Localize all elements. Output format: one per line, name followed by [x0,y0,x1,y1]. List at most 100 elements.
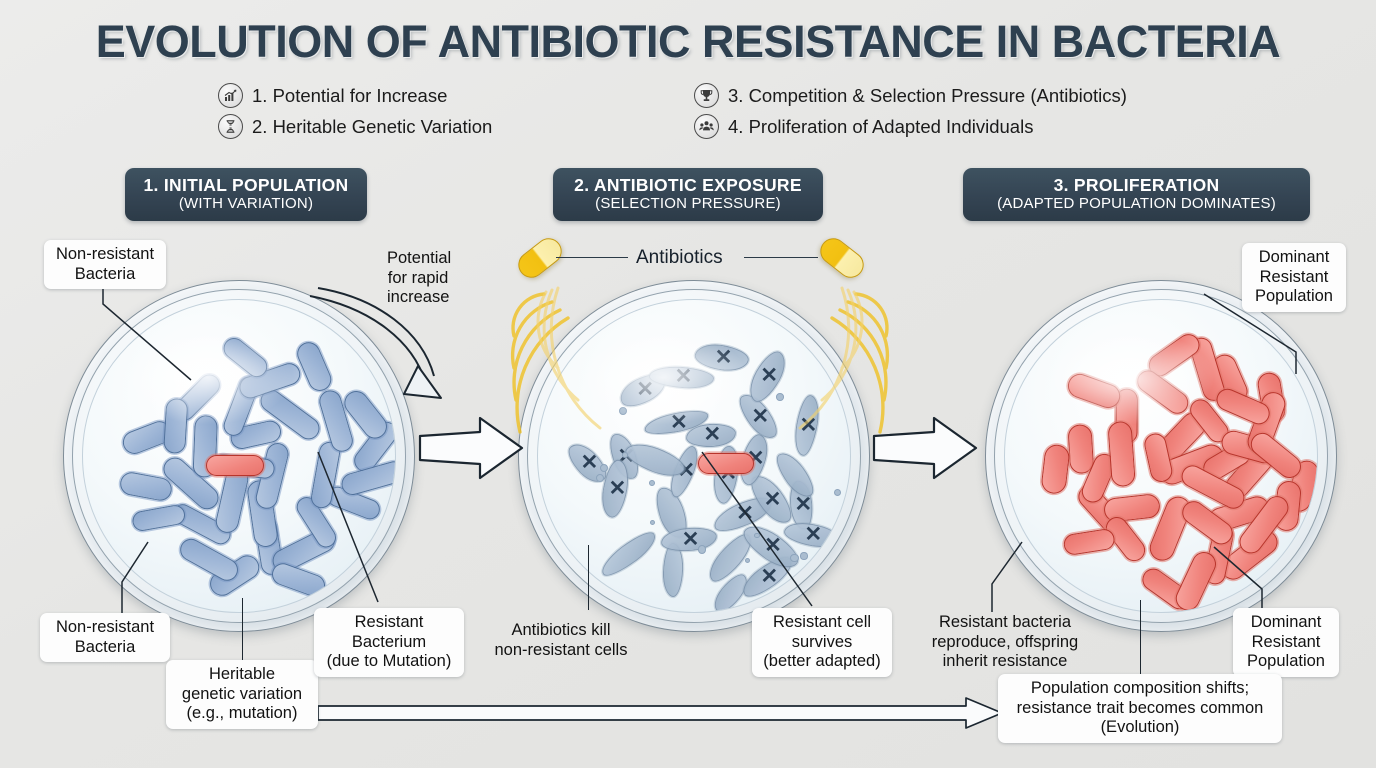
dead-cell-x-icon: ✕ [760,564,779,588]
legend-item-2: 2. Heritable Genetic Variation [218,111,688,142]
callout-line: Bacteria [74,264,136,283]
cell-debris [619,407,628,415]
legend-item-3: 3. Competition & Selection Pressure (Ant… [694,80,1194,111]
cell-debris [800,552,808,560]
antibiotics-label: Antibiotics [636,247,723,268]
callout-potential-rapid-increase: Potential for rapid increase [378,244,458,313]
callout-line: (e.g., mutation) [186,704,298,722]
stage-2-header: 2. ANTIBIOTIC EXPOSURE (SELECTION PRESSU… [553,168,823,221]
stage-1-header: 1. INITIAL POPULATION (WITH VARIATION) [125,168,367,221]
callout-resistant-bacterium: Resistant Bacterium (due to Mutation) [314,608,464,677]
callout-line: Resistant bacteria [938,613,1072,631]
non-resistant-bacterium [162,397,189,455]
callout-line: inherit resistance [942,652,1068,670]
callout-nonresistant-top: Non-resistant Bacteria [44,240,166,289]
petri-dish-stage-3 [985,280,1337,632]
dead-cell-x-icon: ✕ [804,522,823,546]
leader-line-reproduce [991,541,1023,612]
callout-line: Bacteria [74,637,136,656]
leader-line-evolution [1140,600,1141,674]
dead-cell-x-icon: ✕ [714,345,733,369]
callout-antibiotics-kill: Antibiotics kill non-resistant cells [478,616,644,665]
non-resistant-bacterium [218,333,272,382]
cell-debris [622,452,628,458]
legend-item-4-label: 4. Proliferation of Adapted Individuals [728,115,1034,137]
callout-nonresistant-bottom: Non-resistant Bacteria [40,613,170,662]
antibiotic-capsule-left [513,232,567,284]
callout-line: increase [387,288,450,306]
callout-resistant-survives: Resistant cell survives (better adapted) [752,608,892,677]
dead-cell-x-icon: ✕ [636,378,654,402]
dying-bacterium [596,526,661,582]
callout-line: (due to Mutation) [326,652,452,670]
cell-debris [648,480,655,486]
resistant-bacterium [1040,444,1071,496]
stage-1-header-line1: 1. INITIAL POPULATION [143,175,349,195]
stage-3-header-line2: (ADAPTED POPULATION DOMINATES) [997,195,1276,212]
leader-line-dominant-top [1203,293,1297,374]
callout-line: Dominant [1250,613,1322,631]
dead-cell-x-icon: ✕ [764,534,782,558]
legend-item-1: 1. Potential for Increase [218,80,688,111]
callout-heritable-variation: Heritable genetic variation (e.g., mutat… [166,660,318,729]
leader-line-dominant-bottom [1213,546,1263,617]
dead-cell-x-icon: ✕ [763,487,782,511]
cell-debris [744,557,751,563]
legend: 1. Potential for Increase 3. Competition… [218,80,1198,142]
stage-3-header: 3. PROLIFERATION (ADAPTED POPULATION DOM… [963,168,1310,221]
legend-item-4: 4. Proliferation of Adapted Individuals [694,111,1194,142]
chart-increase-icon [218,83,243,108]
callout-line: reproduce, offspring [931,632,1079,651]
callout-line: Resistant [1259,267,1329,286]
callout-line: Non-resistant [55,618,155,636]
callout-line: Population composition shifts; [1030,679,1250,697]
callout-line: Population [1255,287,1333,305]
cell-debris [649,519,656,525]
hourglass-dna-icon [218,114,243,139]
resistant-bacterium [1062,527,1117,556]
cell-debris [754,532,760,539]
antibiotic-capsule-right [815,232,869,284]
callout-line: Bacterium [351,632,427,651]
callout-line: resistance trait becomes common [1016,698,1264,717]
leader-line-heritable [242,598,243,660]
callout-line: Non-resistant [55,245,155,263]
callout-dominant-bottom: Dominant Resistant Population [1233,608,1339,677]
dead-cell-x-icon: ✕ [760,364,778,388]
callout-line: survives [791,632,853,651]
dead-cell-x-icon: ✕ [580,450,599,474]
cell-debris [776,393,784,401]
callout-line: Population [1247,652,1325,670]
rapid-increase-curved-arrow [309,287,442,399]
callout-reproduce-inherit: Resistant bacteria reproduce, offspring … [915,608,1095,677]
leader-line-nonresistant-top [102,282,192,381]
dead-cell-x-icon: ✕ [799,413,818,437]
dead-cell-x-icon: ✕ [681,527,700,551]
leader-line-survives [701,451,813,607]
resistant-bacterium [1067,423,1094,475]
resistant-bacterium [1106,420,1136,488]
callout-line: non-resistant cells [494,640,628,659]
evolution-timeline-arrow [317,697,1003,729]
dead-cell-x-icon: ✕ [674,365,693,389]
resistant-bacterium [1064,370,1124,412]
leader-line-kill [588,545,589,610]
callout-dominant-top: Dominant Resistant Population [1242,243,1346,312]
stage-1-header-line2: (WITH VARIATION) [178,195,314,212]
resistant-bacterium [206,454,264,476]
page-title: EVOLUTION OF ANTIBIOTIC RESISTANCE IN BA… [95,16,1281,67]
legend-item-3-label: 3. Competition & Selection Pressure (Ant… [728,84,1127,106]
callout-line: Dominant [1258,248,1330,266]
resistant-bacterium [698,452,754,474]
callout-line: Heritable [208,665,276,683]
callout-line: (better adapted) [763,652,881,670]
callout-line: Potential [387,249,452,267]
callout-line: Resistant cell [772,613,872,631]
legend-item-2-label: 2. Heritable Genetic Variation [252,115,493,137]
cell-debris [595,474,604,483]
callout-line: Resistant [1251,632,1321,651]
dead-cell-x-icon: ✕ [751,404,770,428]
non-resistant-bacterium [176,535,242,585]
cell-debris [790,553,799,563]
antibiotics-leader-right [744,257,818,258]
